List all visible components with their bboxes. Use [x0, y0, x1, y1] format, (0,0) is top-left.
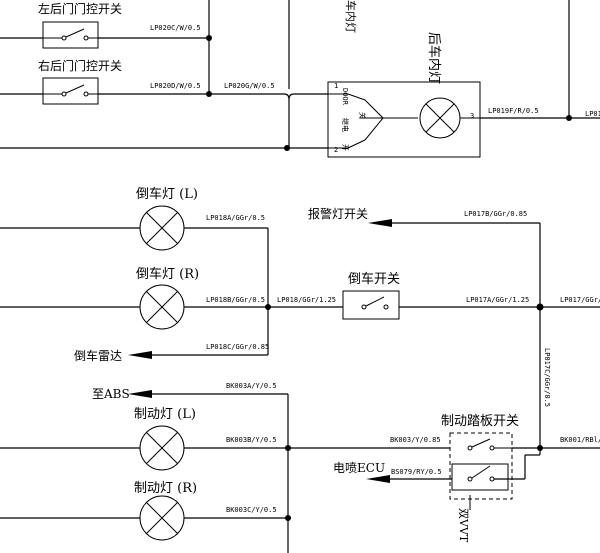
top-section: 左后门门控开关 LP020C/W/0.5 右后门门控开关 LP020D/W/0.…: [0, 0, 600, 158]
alarm-light-switch-label: 报警灯开关: [308, 206, 368, 221]
switch-symbol-icon: [467, 465, 495, 482]
pin-3-label: 3: [470, 112, 474, 120]
lamp-icon: [419, 97, 461, 139]
rear-interior-light-label: 后车内灯: [426, 32, 442, 84]
wire-label-lp017a: LP017A/GGr/1.25: [466, 296, 529, 304]
wire-label-lp020g: LP020G/W/0.5: [224, 82, 275, 90]
pin-2-label: 2: [334, 146, 338, 154]
wire-label-bs079: BS079/RY/0.5: [391, 468, 442, 476]
wire-label-lp017c: LP017C/GGr/0.5: [543, 348, 551, 407]
arrow-left-icon: [366, 475, 390, 483]
brake-pedal-switch: [449, 432, 513, 500]
left-rear-door-switch-label: 左后门门控开关: [38, 1, 122, 16]
wire-label-lp018c: LP018C/GGr/0.85: [206, 343, 269, 351]
arrow-left-icon: [128, 351, 152, 359]
relay-label: 继电: [341, 118, 350, 132]
wire-label-bk003b: BK003B/Y/0.5: [226, 436, 277, 444]
reverse-light-left-label: 倒车灯 (L): [136, 186, 198, 202]
wire-label-bk003: BK003/Y/0.85: [390, 436, 441, 444]
left-rear-door-switch: [42, 21, 99, 49]
wire-label-lp017-partial: LP017/GGr/: [560, 296, 600, 304]
selector-switch-icon: [328, 93, 418, 149]
switch-symbol-icon: [361, 296, 389, 310]
reverse-radar-label: 倒车雷达: [74, 348, 122, 363]
reverse-switch-label: 倒车开关: [348, 271, 400, 287]
dual-switch-partial-label: 双VVT: [457, 508, 470, 543]
brake-light-left-label: 制动灯 (L): [134, 407, 196, 422]
to-abs-label: 至ABS: [92, 387, 130, 401]
switch-symbol-icon: [467, 438, 512, 451]
interior-light-partial-label: 车内灯: [344, 0, 358, 33]
wire-label-bk003a: BK003A/Y/0.5: [226, 382, 277, 390]
brake-pedal-switch-label: 制动踏板开关: [441, 414, 519, 429]
wire-label-lp020c: LP020C/W/0.5: [150, 24, 201, 32]
reverse-switch: [342, 290, 400, 320]
off-label: 关: [358, 112, 367, 119]
arrow-left-icon: [368, 219, 392, 227]
wire-label-lp017b: LP017B/GGr/0.85: [464, 210, 527, 218]
switch-symbol-icon: [43, 84, 98, 97]
right-rear-door-switch: [42, 77, 99, 105]
efi-ecu-label: 电喷ECU: [333, 461, 385, 475]
lamp-icon: [139, 284, 185, 330]
pin-1-label: 1: [334, 82, 338, 90]
rear-interior-light-unit: [327, 81, 481, 158]
arrow-left-icon: [128, 390, 152, 398]
reverse-light-right-label: 倒车灯 (R): [136, 266, 199, 282]
brake-light-right-label: 制动灯 (R): [134, 481, 197, 496]
wire-label-lp019-partial: LP01: [585, 110, 600, 118]
wire-label-lp020d: LP020D/W/0.5: [150, 82, 201, 90]
brake-section: 至ABS BK003A/Y/0.5 制动灯 (L) BK003B/Y/0.5 B…: [0, 382, 600, 553]
switch-symbol-icon: [43, 28, 98, 41]
wire-label-lp019f: LP019F/R/0.5: [488, 107, 539, 115]
door-label: DOOR: [341, 88, 349, 106]
lamp-icon: [139, 205, 185, 251]
right-rear-door-switch-label: 右后门门控开关: [38, 58, 122, 73]
wire-label-lp018a: LP018A/GGr/0.5: [206, 214, 265, 222]
lamp-icon: [139, 425, 185, 471]
wire-label-bk001-partial: BK001/RBl/: [560, 436, 600, 444]
wire-label-bk003c: BK003C/Y/0.5: [226, 506, 277, 514]
wire-label-lp018: LP018/GGr/1.25: [277, 296, 336, 304]
wire-label-lp018b: LP018B/GGr/0.5: [206, 296, 265, 304]
reverse-section: 倒车灯 (L) LP018A/GGr/0.5 倒车灯 (R) LP018B/GG…: [0, 186, 600, 455]
lamp-icon: [139, 495, 185, 541]
